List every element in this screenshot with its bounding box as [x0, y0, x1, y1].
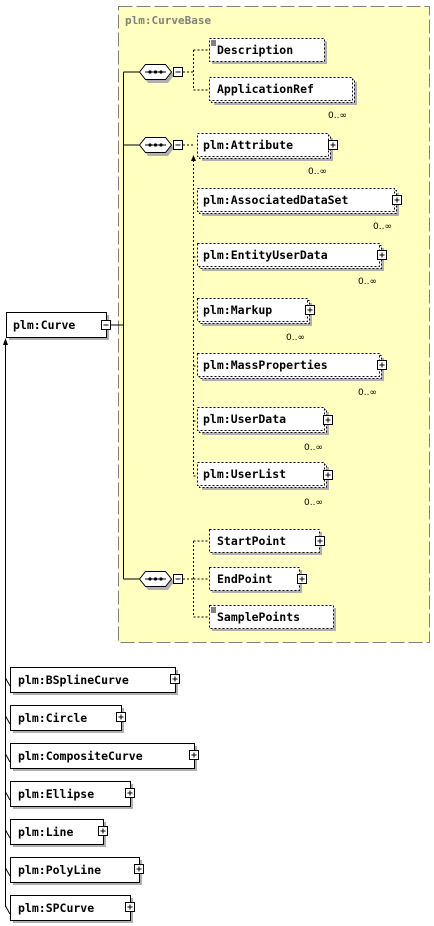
attribute-occurs: 0..∞: [308, 167, 327, 177]
bsplinecurve-element-label: plm:BSplineCurve: [18, 673, 129, 687]
spcurve-expand-icon[interactable]: [125, 902, 135, 912]
massproperties-element-label: plm:MassProperties: [203, 358, 328, 372]
userdata-element-label: plm:UserData: [203, 412, 286, 426]
startpoint-expand-icon[interactable]: [315, 536, 325, 546]
markup-expand-icon[interactable]: [305, 305, 315, 315]
attribute-element-label: plm:Attribute: [203, 138, 293, 152]
root-connector: [111, 71, 139, 580]
endpoint-element-label: EndPoint: [217, 572, 272, 586]
associateddataset-expand-icon[interactable]: [392, 195, 402, 205]
documentation-icon: [211, 40, 216, 46]
samplepoints-element-label: SamplePoints: [217, 610, 300, 624]
entityuserdata-expand-icon[interactable]: [377, 250, 387, 260]
ellipse-element-label: plm:Ellipse: [18, 787, 94, 801]
userlist-expand-icon[interactable]: [323, 470, 333, 480]
applicationref-occurs: 0..∞: [328, 111, 347, 121]
polyline-expand-icon[interactable]: [134, 864, 144, 874]
markup-element-label: plm:Markup: [203, 303, 272, 317]
circle-element-label: plm:Circle: [18, 711, 87, 725]
choice-collapse-icon[interactable]: [173, 140, 183, 150]
compositecurve-element-label: plm:CompositeCurve: [18, 749, 143, 763]
derivation-connector: [5, 344, 11, 915]
userlist-occurs: 0..∞: [304, 498, 323, 508]
circle-element-box[interactable]: [10, 705, 122, 731]
choice-compositor[interactable]: [138, 137, 175, 157]
choice-arrow-icon: [191, 155, 196, 161]
massproperties-occurs: 0..∞: [358, 388, 377, 398]
userlist-element-label: plm:UserList: [203, 467, 286, 481]
spcurve-element-label: plm:SPCurve: [18, 901, 94, 915]
userdata-occurs: 0..∞: [304, 443, 323, 453]
description-element-label: Description: [217, 43, 293, 57]
samplepoints-element-box[interactable]: [209, 605, 334, 629]
associateddataset-element-label: plm:AssociatedDataSet: [203, 193, 348, 207]
spcurve-element-box[interactable]: [10, 895, 131, 921]
polyline-element-label: plm:PolyLine: [18, 863, 101, 877]
samplepoints-documentation-icon: [211, 607, 216, 613]
line-element-label: plm:Line: [18, 825, 73, 839]
sequence-1-collapse-icon[interactable]: [173, 67, 183, 77]
circle-expand-icon[interactable]: [116, 712, 126, 722]
polyline-element-box[interactable]: [10, 857, 140, 883]
bsplinecurve-element-box[interactable]: [10, 667, 176, 693]
root-element-box[interactable]: [6, 312, 107, 338]
entityuserdata-element-label: plm:EntityUserData: [203, 248, 328, 262]
derivation-arrow-icon: [3, 338, 8, 345]
associateddataset-occurs: 0..∞: [373, 222, 392, 232]
description-element-box[interactable]: [209, 38, 325, 62]
compositecurve-expand-icon[interactable]: [189, 750, 199, 760]
markup-occurs: 0..∞: [286, 333, 305, 343]
bsplinecurve-expand-icon[interactable]: [170, 674, 180, 684]
entityuserdata-occurs: 0..∞: [358, 277, 377, 287]
line-expand-icon[interactable]: [98, 826, 108, 836]
userlist-element-box[interactable]: [197, 462, 325, 486]
applicationref-element-label: ApplicationRef: [217, 82, 314, 96]
userdata-element-box[interactable]: [197, 407, 325, 431]
applicationref-element-box[interactable]: [209, 77, 353, 101]
choice-branches: [183, 144, 198, 477]
endpoint-expand-icon[interactable]: [297, 574, 307, 584]
compositecurve-element-box[interactable]: [10, 743, 195, 769]
attribute-expand-icon[interactable]: [328, 140, 338, 150]
root-collapse-icon[interactable]: [101, 320, 111, 330]
userdata-expand-icon[interactable]: [323, 415, 333, 425]
sequence-2-branches: [183, 540, 209, 618]
ellipse-expand-icon[interactable]: [125, 788, 135, 798]
line-element-box[interactable]: [10, 819, 104, 845]
root-element-label: plm:Curve: [13, 318, 75, 332]
sequence-compositor-2[interactable]: [138, 571, 175, 591]
attribute-element-box[interactable]: [197, 133, 329, 157]
massproperties-expand-icon[interactable]: [377, 360, 387, 370]
startpoint-element-label: StartPoint: [217, 534, 286, 548]
sequence-2-collapse-icon[interactable]: [173, 574, 183, 584]
sequence-compositor-1[interactable]: [138, 64, 175, 84]
sequence-1-branches: [183, 49, 209, 91]
group-title: plm:CurveBase: [125, 14, 211, 27]
